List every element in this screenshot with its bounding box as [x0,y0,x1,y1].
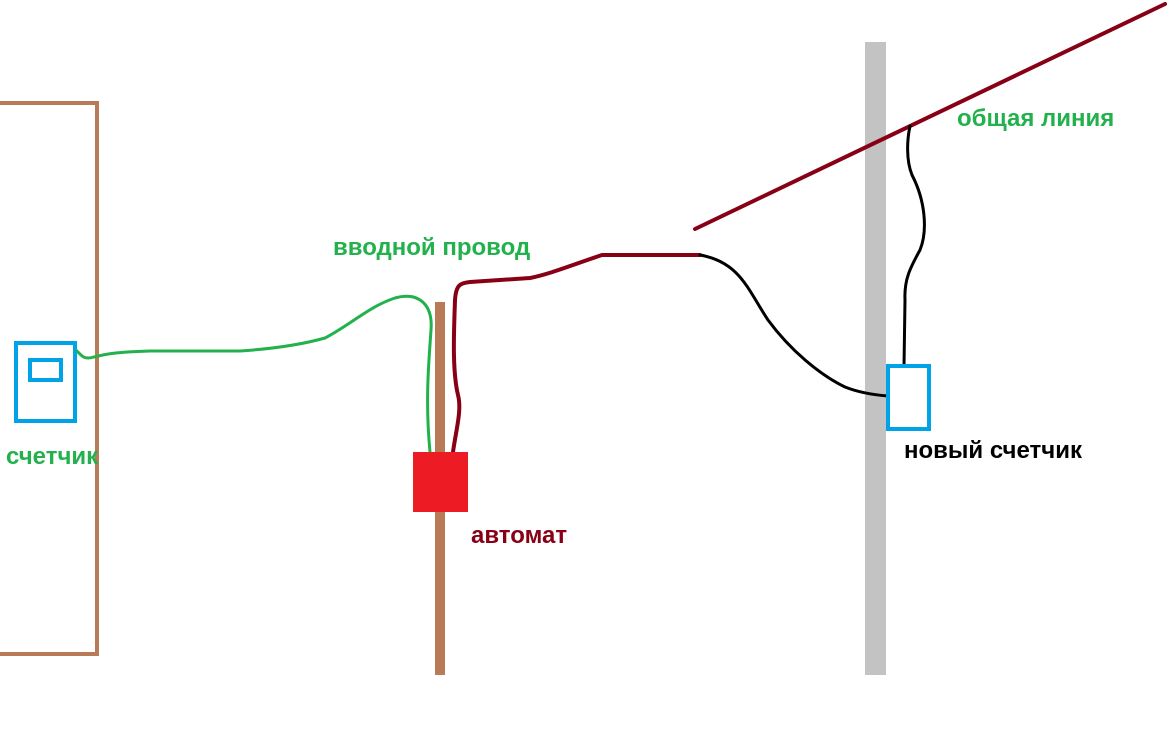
common-line-label: общая линия [957,105,1115,132]
new-meter-label: новый счетчик [904,437,1082,464]
black-wire-from-common-line [902,124,926,368]
breaker-label: автомат [471,522,568,549]
house-wall [0,101,99,656]
gray-pole [865,42,886,675]
input-wire-green [75,294,433,454]
new-meter-icon [886,364,931,431]
black-wire-to-new-meter [698,253,890,398]
meter-label: счетчик [6,443,99,470]
common-line-wire [693,2,1167,231]
meter-window [28,358,63,382]
input-wire-label: вводной провод [333,234,531,261]
input-wire-maroon [451,253,702,454]
breaker-icon [413,452,468,512]
